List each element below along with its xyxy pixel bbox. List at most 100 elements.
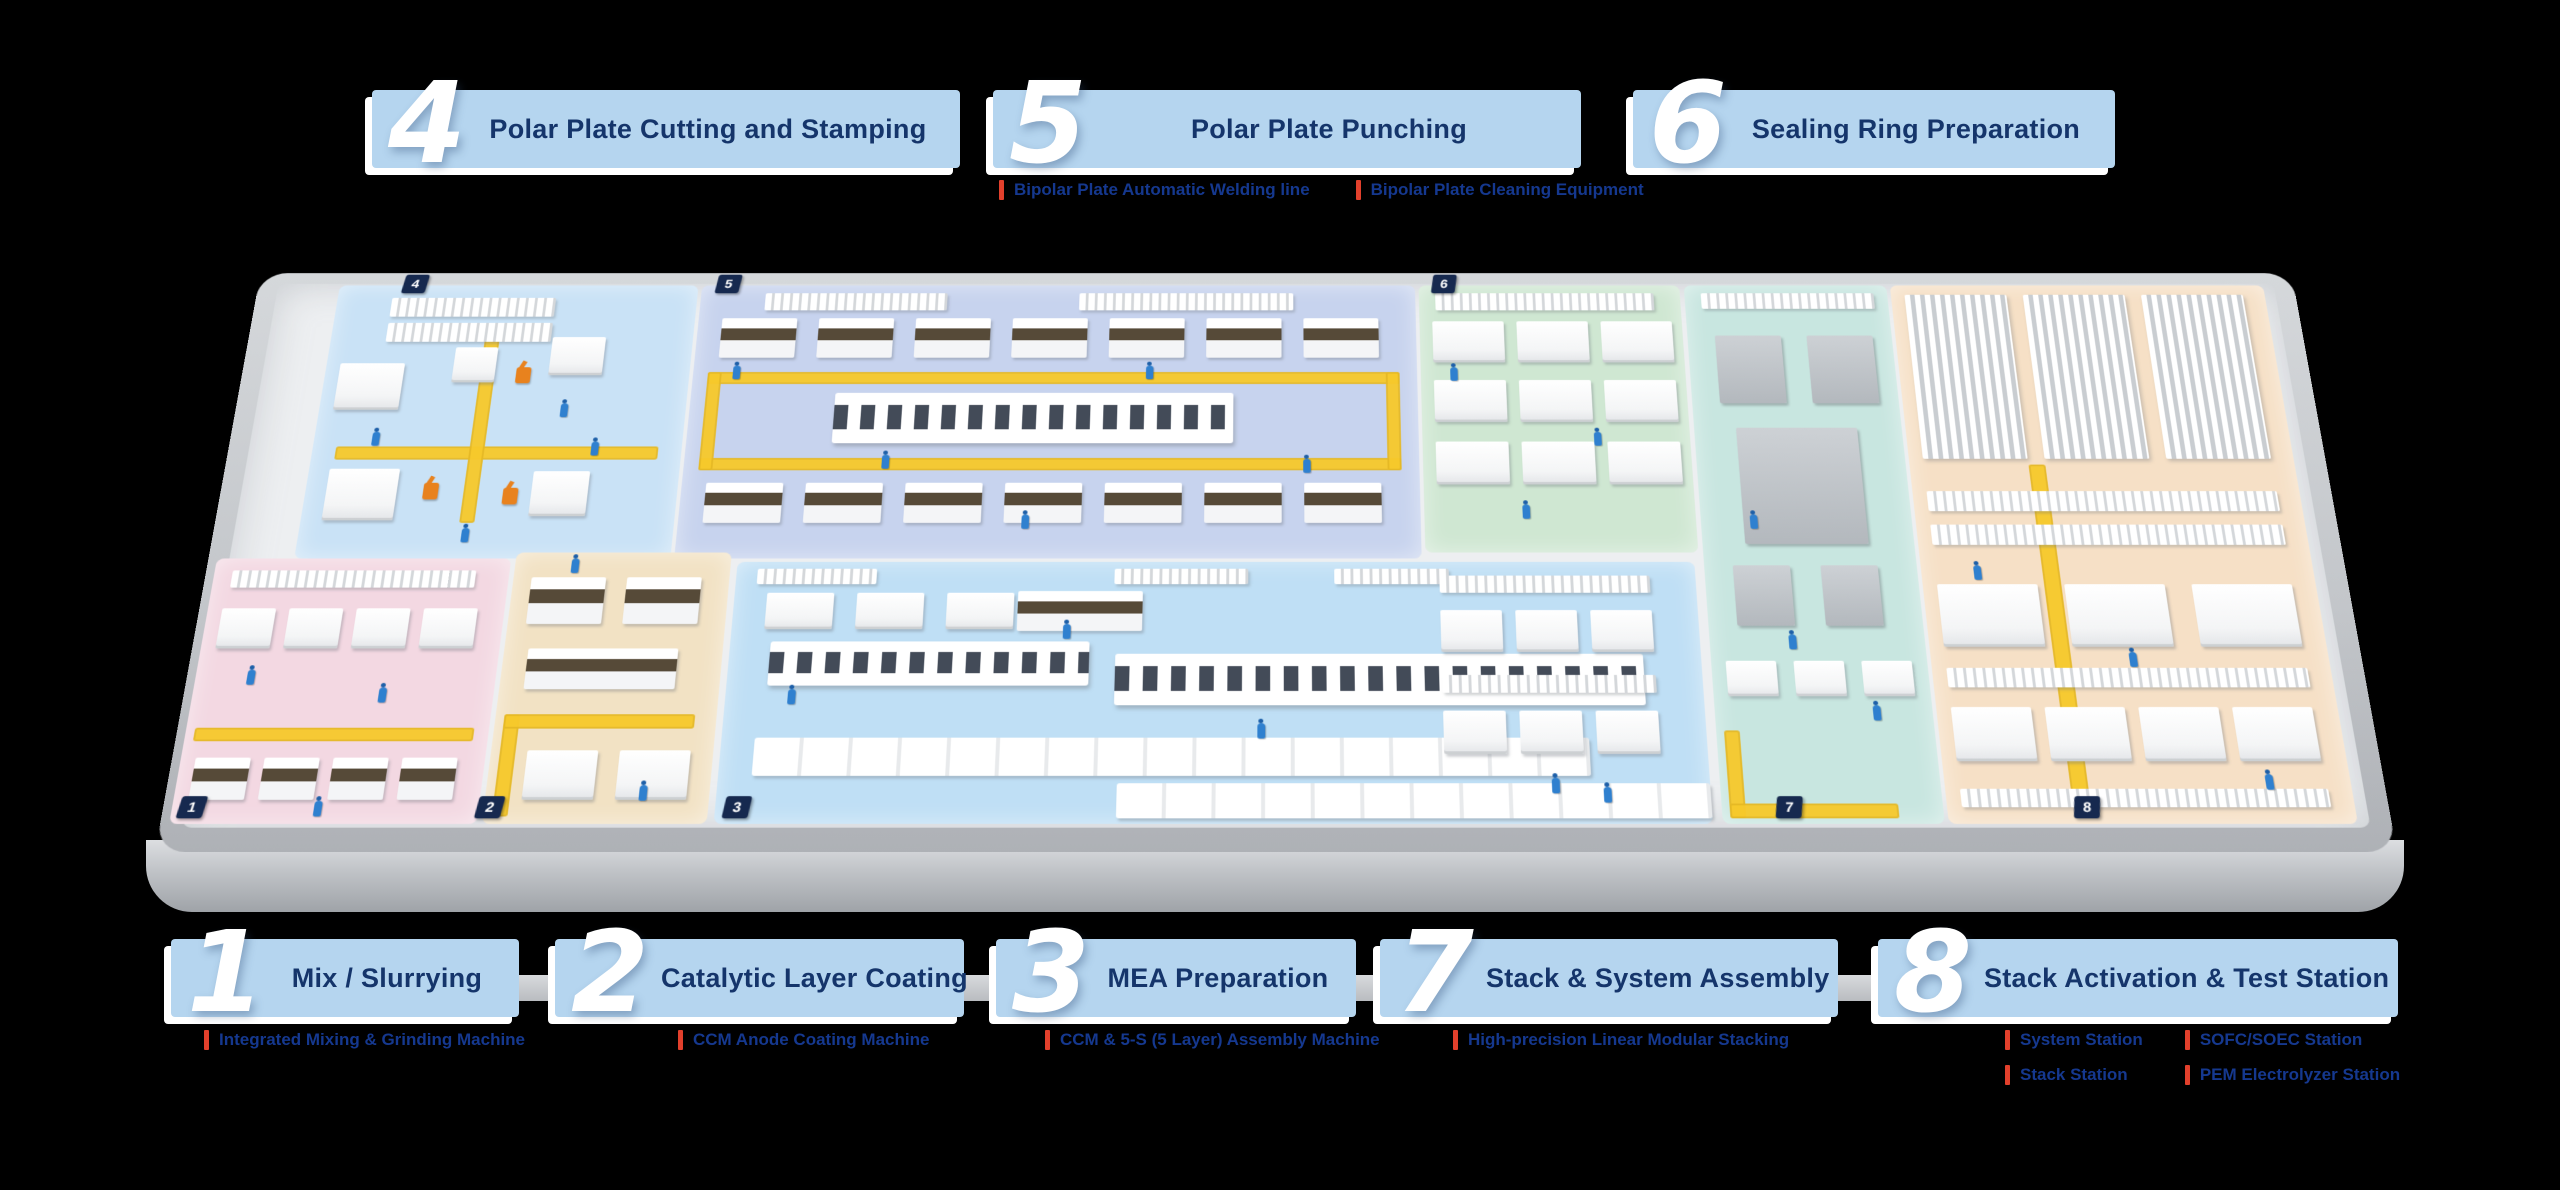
machine-unit [188,757,251,800]
banner-title: Polar Plate Cutting and Stamping [489,113,927,144]
storage-shelf [1435,293,1655,311]
machine-cabinet [1725,660,1779,697]
legend-item: Stack Station [2005,1065,2143,1085]
equipment-unit [1820,565,1884,626]
storage-shelf [389,297,557,317]
machine-unit [718,318,798,358]
banner-number: 5 [1009,59,1087,189]
machine-cabinet [2231,707,2322,762]
machine-unit [1103,482,1182,523]
banner-title: Polar Plate Punching [1190,113,1467,144]
legend-item: High-precision Linear Modular Stacking [1453,1030,1789,1050]
machine-unit [257,757,320,800]
legend-item: Integrated Mixing & Grinding Machine [204,1030,525,1050]
storage-shelf [229,570,477,588]
storage-shelf [1334,568,1450,585]
zone-badge-7: 7 [1775,796,1803,819]
machine-cabinet [1435,441,1511,485]
machine-cabinet [1433,380,1508,422]
legend-marker [2005,1065,2010,1085]
machine-cabinet [1950,707,2038,762]
legend-label: SOFC/SOEC Station [2199,1030,2363,1049]
storage-shelf [1439,575,1651,593]
legend-item: System Station [2005,1030,2143,1050]
storage-shelf [1946,667,2311,688]
machine-cabinet [1793,660,1848,697]
legend-marker [2184,1065,2190,1085]
machine-cabinet [1603,380,1679,422]
storage-rack [1904,294,2028,459]
machine-cabinet [451,347,499,383]
legend-label: System Station [2020,1030,2143,1049]
machine-cabinet [350,608,411,649]
machine-cabinet [548,337,607,376]
legend-item: Bipolar Plate Automatic Welding line [999,180,1310,200]
legend-label: Stack Station [2020,1065,2128,1084]
machine-cabinet [1936,584,2046,647]
storage-shelf [1079,293,1294,311]
legend-marker [678,1030,683,1050]
production-line [767,641,1090,686]
storage-shelf [1959,788,2332,808]
agv-path-marking [334,446,659,460]
storage-shelf [1442,674,1657,693]
banner-number: 1 [187,908,265,1038]
banner-number: 6 [1649,59,1727,189]
banner-title: Mix / Slurrying [291,962,483,993]
machine-cabinet [282,608,344,649]
machine-cabinet [215,608,277,649]
agv-path-marking [502,714,696,729]
machine-unit [1011,318,1088,358]
storage-shelf [385,322,554,342]
banner-number: 2 [571,908,649,1038]
machine-cabinet [614,750,691,800]
machine-cabinet [2064,584,2175,647]
agv-path-marking [1729,803,1900,819]
machine-cabinet [521,750,599,800]
machine-cabinet [1432,321,1506,363]
worker-figure [732,365,741,380]
machine-unit [396,757,458,800]
worker-figure [1145,365,1154,380]
legend-label: Bipolar Plate Cleaning Equipment [1370,180,1644,199]
banner-title: Stack Activation & Test Station [1983,962,2390,993]
equipment-unit [1806,335,1880,404]
machine-cabinet [2138,707,2227,762]
agv-path-marking [706,372,1400,385]
legend-item: SOFC/SOEC Station [2184,1030,2400,1050]
equipment-unit [1732,565,1796,626]
storage-shelf [1930,524,2286,545]
agv-path-marking [1385,372,1402,471]
machine-cabinet [1607,441,1684,485]
banner-number: 7 [1396,908,1474,1038]
legend-marker [204,1030,209,1050]
legend-item: Bipolar Plate Cleaning Equipment [1355,180,1644,200]
storage-shelf [1700,293,1876,309]
machine-cabinet [2044,707,2133,762]
agv-path-marking [192,727,475,742]
machine-unit [523,648,679,690]
machine-cabinet [528,471,591,517]
agv-path-marking [698,457,1402,471]
legend-label: PEM Electrolyzer Station [2199,1065,2401,1084]
machine-cabinet [418,608,478,649]
machine-cabinet [1515,610,1579,652]
storage-shelf [764,293,948,311]
legend-label: Integrated Mixing & Grinding Machine [219,1030,526,1049]
banner-number: 8 [1894,908,1972,1038]
equipment-unit [1714,335,1787,404]
machine-unit [802,482,884,523]
worker-figure [1303,458,1311,473]
robot-arm [421,482,440,500]
banner-title: MEA Preparation [1107,962,1329,993]
floor-base [146,840,2404,912]
legend-marker [2005,1030,2010,1050]
worker-figure [1021,514,1030,529]
machine-cabinet [321,468,401,521]
machine-unit [622,577,702,624]
